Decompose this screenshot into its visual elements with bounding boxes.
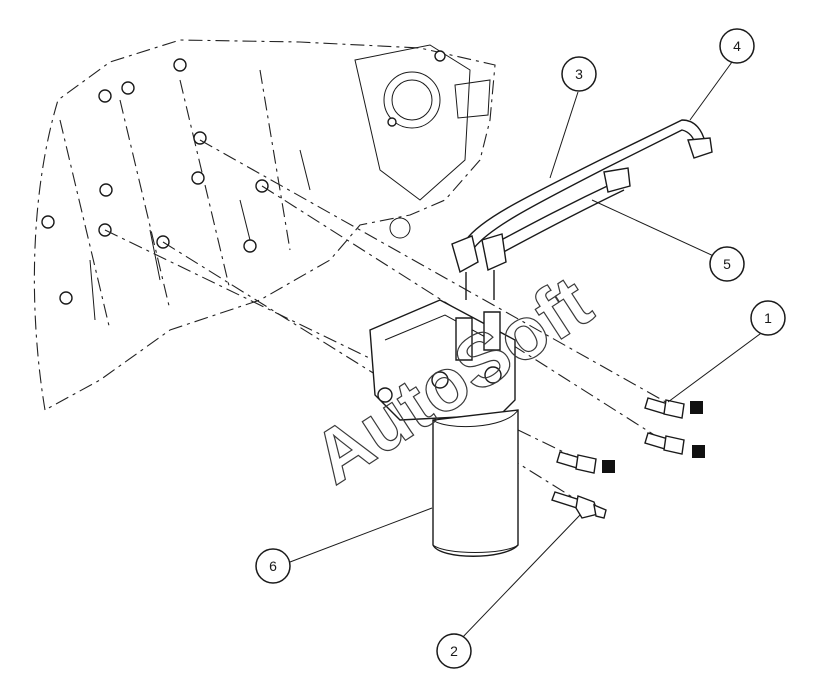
callout-3: 3 xyxy=(561,56,597,92)
bolt-1-lower xyxy=(644,432,705,458)
fitting-2 xyxy=(551,491,607,519)
torque-mark-icon xyxy=(692,445,705,458)
filter-canister xyxy=(432,409,519,557)
callout-2: 2 xyxy=(436,633,472,669)
torque-mark-icon xyxy=(602,460,615,473)
callout-6: 6 xyxy=(255,548,291,584)
callout-label: 4 xyxy=(733,38,741,54)
callout-label: 2 xyxy=(450,643,458,659)
engine-block-outline xyxy=(33,39,496,411)
filter-head xyxy=(369,299,516,421)
bolt-1-upper xyxy=(644,397,703,419)
callout-label: 6 xyxy=(269,558,277,574)
leader-lines xyxy=(289,61,769,641)
fuel-tube-3-5 xyxy=(489,167,631,257)
fuel-tube-4 xyxy=(465,119,713,249)
tube-fittings xyxy=(451,233,507,300)
callout-4: 4 xyxy=(719,28,755,64)
callout-label: 3 xyxy=(575,66,583,82)
callout-label: 1 xyxy=(764,310,772,326)
callout-label: 5 xyxy=(723,256,731,272)
torque-mark-icon xyxy=(690,401,703,414)
bolt-left xyxy=(556,451,615,474)
callout-1: 1 xyxy=(750,300,786,336)
callout-5: 5 xyxy=(709,246,745,282)
engine-bolt-group xyxy=(41,50,446,305)
